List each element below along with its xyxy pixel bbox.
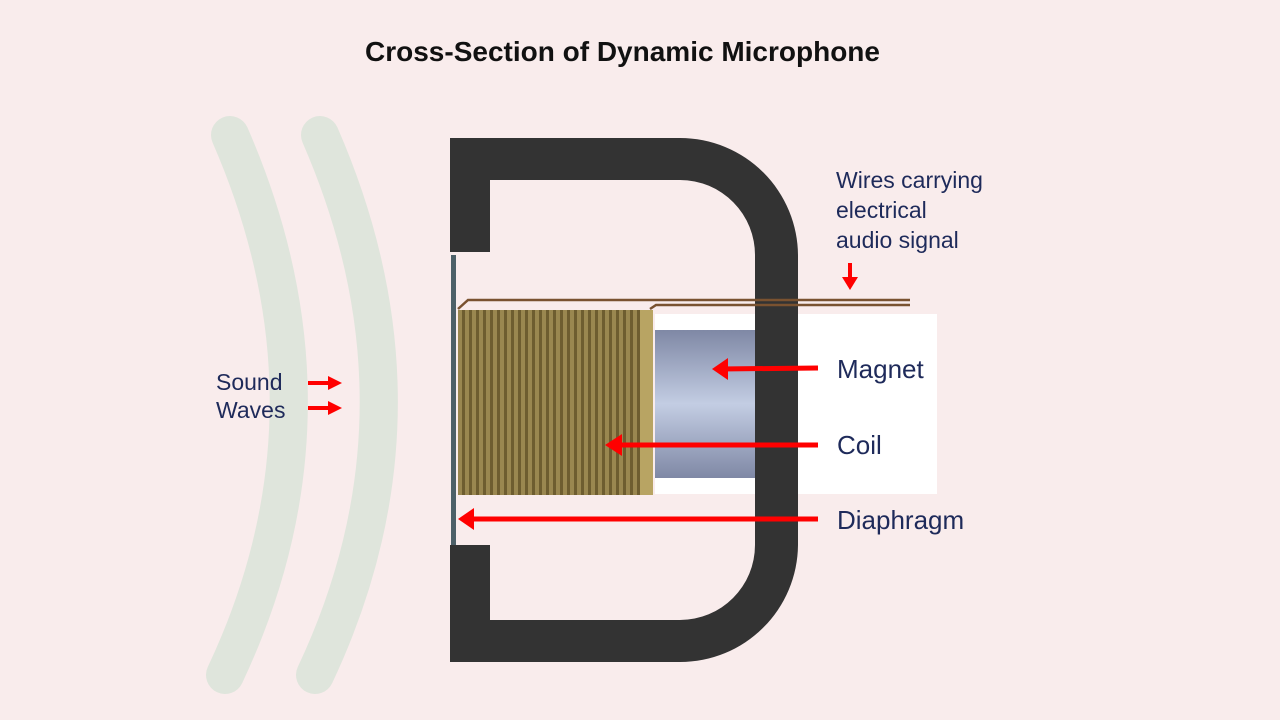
- coil-label: Coil: [837, 430, 882, 460]
- wires-label-line: electrical: [836, 197, 927, 223]
- wires: [457, 298, 910, 311]
- wire-arrow-icon: [842, 263, 858, 290]
- coil-arrow-icon: [605, 434, 818, 456]
- magnet-label: Magnet: [837, 354, 924, 384]
- arrows: [308, 263, 858, 530]
- wires-label-line: audio signal: [836, 227, 959, 253]
- magnet-arrow-icon: [712, 358, 819, 380]
- magnet: [655, 330, 755, 478]
- wires-label: Wires carrying electrical audio signal: [836, 165, 983, 255]
- diaphragm: [451, 255, 456, 545]
- sound-label-line: Waves: [216, 397, 286, 423]
- sound-waves-label: Sound Waves: [216, 368, 285, 424]
- diagram-title: Cross-Section of Dynamic Microphone: [365, 36, 880, 67]
- coil: [458, 310, 653, 495]
- sound-arrow-icon: [308, 376, 342, 390]
- diaphragm-arrow-icon: [458, 508, 818, 530]
- wires-label-line: Wires carrying: [836, 167, 983, 193]
- sound-label-line: Sound: [216, 369, 283, 395]
- diaphragm-label: Diaphragm: [837, 505, 965, 535]
- housing: [450, 138, 798, 662]
- sound-waves: [206, 116, 398, 694]
- sound-arrow-icon: [308, 401, 342, 415]
